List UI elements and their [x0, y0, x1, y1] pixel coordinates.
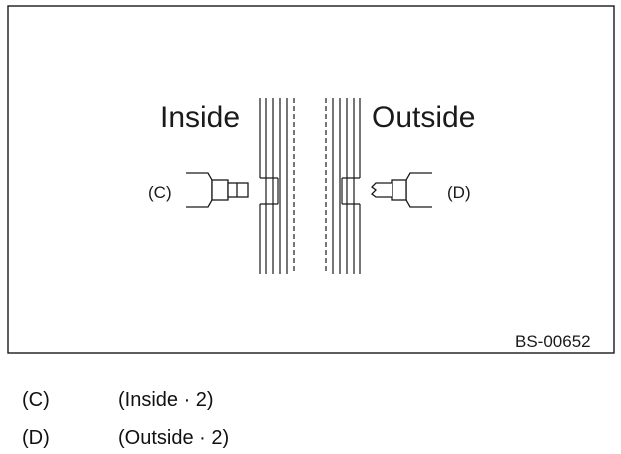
- figure-code: BS-00652: [515, 332, 591, 351]
- tool-c-icon: [186, 172, 249, 208]
- legend-text-d: (Outside · 2): [118, 427, 230, 449]
- legend-key-c: (C): [22, 389, 50, 411]
- tool-d-icon: [371, 172, 432, 208]
- outside-panel-layers: [325, 98, 361, 274]
- outside-label: Outside: [372, 101, 475, 134]
- legend-key-d: (D): [22, 427, 50, 449]
- legend-row-c: (C) (Inside · 2): [22, 388, 214, 412]
- legend-row-d: (D) (Outside · 2): [22, 426, 229, 450]
- legend-text-c: (Inside · 2): [118, 389, 214, 411]
- callout-d: (D): [447, 183, 471, 202]
- inside-label: Inside: [160, 101, 240, 134]
- callout-c: (C): [148, 183, 172, 202]
- inside-panel-layers: [259, 98, 295, 274]
- figure-frame: [7, 5, 615, 354]
